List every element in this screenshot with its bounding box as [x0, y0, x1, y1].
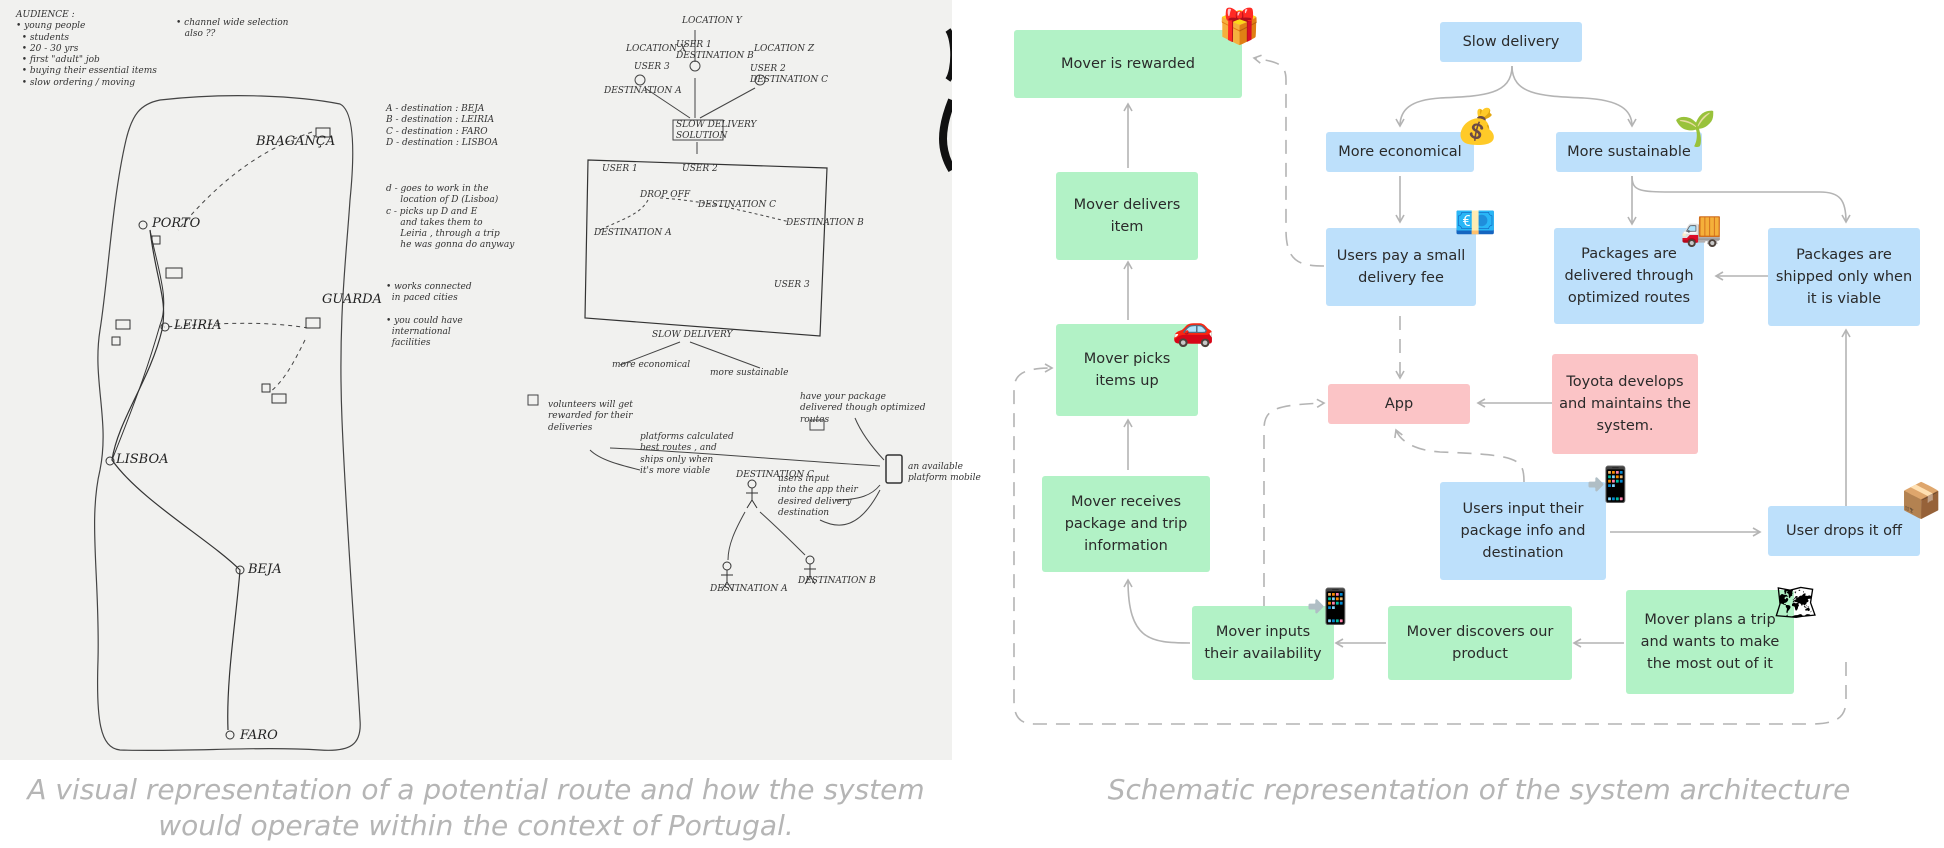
truck-icon: 🚚 — [1680, 209, 1723, 249]
node-packages-viable: Packages are shipped only when it is via… — [1768, 228, 1920, 326]
sketch-box-user-2: USER 2 — [682, 164, 718, 174]
car-icon: 🚗 — [1172, 309, 1215, 349]
edge-inputs-to-app-dashed — [1263, 398, 1326, 610]
edge-slow-to-economical — [1395, 65, 1513, 128]
sketch-more-economical: more economical — [612, 360, 691, 370]
sketch-optimized-note: have your package delivered though optim… — [800, 392, 926, 425]
phone-icon: 📲 — [1586, 465, 1629, 505]
node-mover-rewarded: Mover is rewarded — [1014, 30, 1242, 98]
sketch-destination-c-label: DESTINATION C — [736, 470, 814, 480]
sketch-destination-a: DESTINATION A — [604, 86, 682, 96]
city-braganca: BRAGANÇA — [256, 134, 336, 149]
caption-right: Schematic representation of the system a… — [1107, 773, 1851, 806]
sketch-phone-note: an available platform mobile — [908, 462, 981, 484]
node-toyota-develops: Toyota develops and maintains the system… — [1552, 354, 1698, 454]
sketch-legend-extra: • works connected in paced cities • you … — [386, 282, 472, 349]
sketch-box-destination-c: DESTINATION C — [698, 200, 776, 210]
sketch-slow-delivery: SLOW DELIVERY — [652, 330, 733, 340]
city-faro: FARO — [240, 728, 278, 743]
node-slow-delivery: Slow delivery — [1440, 22, 1582, 62]
node-users-pay-fee: Users pay a small delivery fee — [1326, 228, 1476, 306]
edge-loop-back-dashed — [1013, 363, 1847, 725]
node-app: App — [1328, 384, 1470, 424]
sketch-rewarded-note: volunteers will get rewarded for their d… — [548, 400, 633, 433]
sketch-more-sustainable: more sustainable — [710, 368, 789, 378]
sketch-box-drop-off: DROP OFF — [640, 190, 691, 200]
node-mover-plans: Mover plans a trip and wants to make the… — [1626, 590, 1794, 694]
city-porto: PORTO — [152, 216, 201, 231]
node-mover-delivers: Mover delivers item — [1056, 172, 1198, 260]
edge-inputs-to-receives — [1123, 578, 1191, 644]
edge-sustainable-to-viable — [1631, 175, 1851, 224]
sketch-destination-legend: A - destination : BEJA B - destination :… — [386, 104, 499, 148]
node-mover-inputs: Mover inputs their availability — [1192, 606, 1334, 680]
sketch-box-destination-a: DESTINATION A — [594, 228, 672, 238]
city-lisboa: LISBOA — [116, 452, 169, 467]
sketch-user-3: USER 3 — [634, 62, 670, 72]
portugal-outline — [93, 95, 361, 752]
node-user-drops-off: User drops it off — [1768, 506, 1920, 556]
sketch-box-user-3: USER 3 — [774, 280, 810, 290]
edge-fee-to-rewarded-dashed — [1252, 54, 1325, 267]
sketch-top-note: • channel wide selection also ?? — [176, 18, 289, 40]
sketch-location-y: LOCATION Y — [682, 16, 742, 26]
node-users-input-package: Users input their package info and desti… — [1440, 482, 1606, 580]
sketch-destination-a-label: DESTINATION A — [710, 584, 788, 594]
sketch-photo: AUDIENCE : • young people • students • 2… — [0, 0, 981, 760]
map-icon: 🗺 — [1774, 583, 1818, 623]
sketch-platforms-note: platforms calculated best routes , and s… — [640, 432, 734, 476]
sketch-legend-notes: d - goes to work in the location of D (L… — [386, 184, 515, 251]
city-guarda: GUARDA — [322, 292, 382, 307]
package-icon: 📦 — [1900, 481, 1943, 521]
node-mover-discovers: Mover discovers our product — [1388, 606, 1572, 680]
banknote-icon: 💶 — [1454, 203, 1497, 243]
sketch-location-z-sub: USER 2 DESTINATION C — [750, 64, 828, 86]
edge-slow-to-sustainable — [1511, 65, 1637, 128]
sketch-drawing — [0, 0, 952, 760]
node-more-sustainable: More sustainable — [1556, 132, 1702, 172]
sketch-user-input-note: users input into the app their desired d… — [778, 474, 858, 518]
sketch-box-user-1: USER 1 — [602, 164, 638, 174]
node-mover-receives: Mover receives package and trip informat… — [1042, 476, 1210, 572]
seedling-icon: 🌱 — [1674, 109, 1717, 149]
caption-left: A visual representation of a potential r… — [27, 773, 925, 842]
node-packages-optimized: Packages are delivered through optimized… — [1554, 228, 1704, 324]
node-more-economical: More economical — [1326, 132, 1474, 172]
sketch-box-destination-b: DESTINATION B — [786, 218, 864, 228]
edge-input-to-app-dashed — [1394, 428, 1525, 483]
city-beja: BEJA — [248, 562, 282, 577]
sketch-location-x: LOCATION X — [626, 44, 687, 54]
city-leiria: LEIRIA — [174, 318, 222, 333]
gift-icon: 🎁 — [1218, 7, 1261, 47]
sketch-slow-delivery-solution: SLOW DELIVERY SOLUTION — [676, 120, 757, 142]
money-bag-icon: 💰 — [1456, 107, 1499, 147]
node-mover-picks: Mover picks items up — [1056, 324, 1198, 416]
sketch-destination-b-label: DESTINATION B — [798, 576, 876, 586]
sketch-location-z: LOCATION Z — [754, 44, 815, 54]
phone-icon-availability: 📲 — [1306, 587, 1349, 627]
sketch-audience-notes: AUDIENCE : • young people • students • 2… — [16, 10, 157, 88]
sketch-location-y-sub: USER 1 DESTINATION B — [676, 40, 754, 62]
